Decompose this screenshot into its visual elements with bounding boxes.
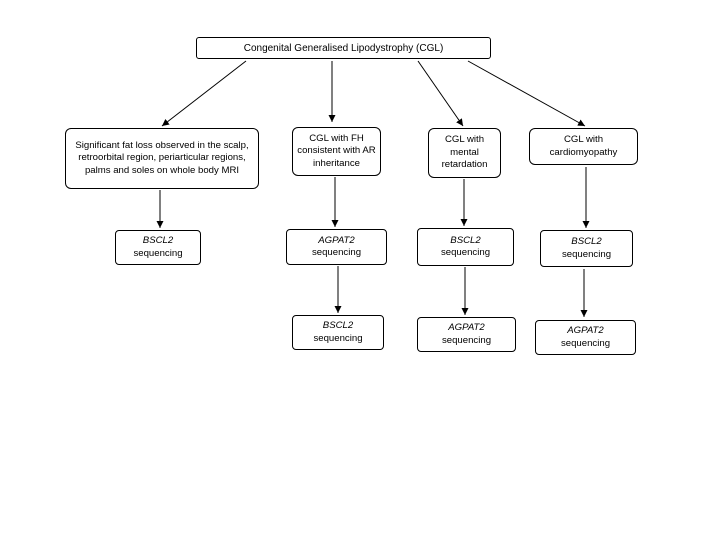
test-node-3-1: BSCL2 sequencing: [417, 228, 514, 266]
test-node-1-1: BSCL2 sequencing: [115, 230, 201, 265]
arrow-root-to-condition-3: [417, 60, 464, 127]
test-method: sequencing: [560, 337, 611, 349]
test-node-4-1: BSCL2 sequencing: [540, 230, 633, 267]
condition-label-2: CGL with FH consistent with AR inheritan…: [297, 132, 376, 169]
test-method: sequencing: [441, 334, 492, 346]
root-label: Congenital Generalised Lipodystrophy (CG…: [243, 42, 444, 54]
arrow-root-to-condition-1: [161, 60, 247, 127]
condition-label-3: CGL with mental retardation: [441, 134, 488, 171]
arrow-root-to-condition-4: [467, 60, 586, 127]
condition-node-3: CGL with mental retardation: [428, 128, 501, 178]
test-method: sequencing: [440, 247, 491, 258]
test-node-2-2: BSCL2 sequencing: [292, 315, 384, 350]
condition-node-4: CGL with cardiomyopathy: [529, 128, 638, 165]
condition-node-2: CGL with FH consistent with AR inheritan…: [292, 127, 381, 176]
test-method: sequencing: [561, 248, 612, 260]
gene-name: AGPAT2: [448, 322, 485, 334]
gene-name: BSCL2: [450, 234, 481, 246]
condition-label-1: Significant fat loss observed in the sca…: [75, 139, 249, 176]
gene-name: AGPAT2: [318, 234, 355, 246]
gene-name: BSCL2: [142, 235, 174, 247]
test-node-2-1: AGPAT2 sequencing: [286, 229, 387, 265]
gene-name: BSCL2: [322, 320, 354, 332]
gene-name: BSCL2: [571, 236, 602, 248]
root-node: Congenital Generalised Lipodystrophy (CG…: [196, 37, 491, 59]
test-node-3-2: AGPAT2 sequencing: [417, 317, 516, 352]
gene-name: AGPAT2: [567, 325, 604, 337]
condition-node-1: Significant fat loss observed in the sca…: [65, 128, 259, 189]
test-node-4-2: AGPAT2 sequencing: [535, 320, 636, 355]
test-method: sequencing: [313, 332, 363, 344]
test-method: sequencing: [311, 247, 362, 258]
test-method: sequencing: [133, 247, 183, 259]
condition-label-4: CGL with cardiomyopathy: [549, 134, 618, 158]
